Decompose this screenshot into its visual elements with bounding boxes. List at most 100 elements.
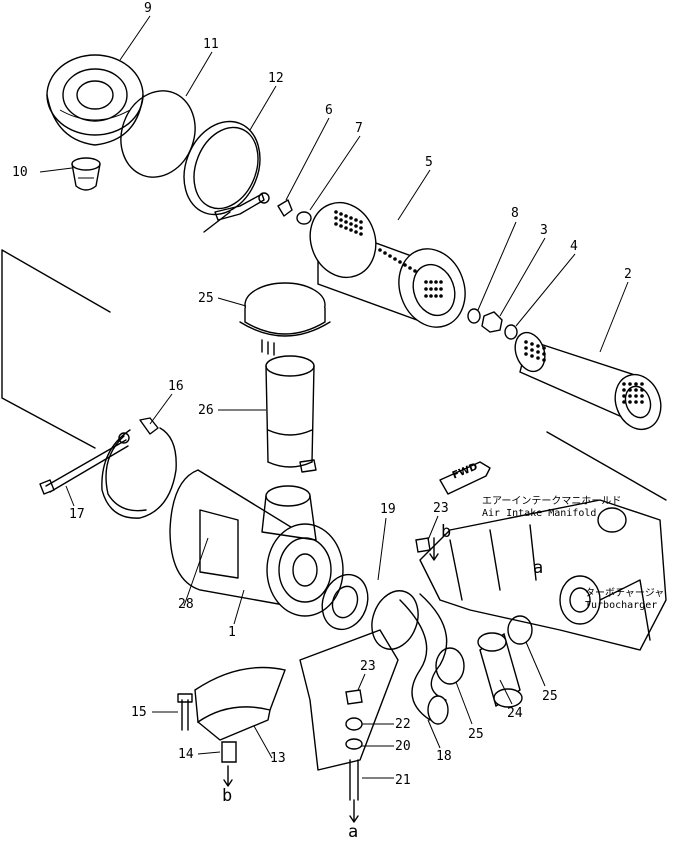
callout-23-upper: 23 [433,501,449,516]
perforation-dot [640,394,644,398]
perforation-dot [536,344,540,348]
perforation-dot [536,356,540,360]
inner-filter-element [514,331,662,431]
perforation-dot [398,260,402,264]
callout-23-lower: 23 [360,659,376,674]
callout-22: 22 [395,717,411,732]
leader-line [233,589,245,625]
manifold-label-en: Air Intake Manifold [482,508,597,519]
leader-line [599,281,629,353]
callout-3: 3 [540,223,548,238]
perforation-dot [339,218,343,222]
leader-line [249,85,277,131]
leader-line [455,681,473,725]
leader-line [39,167,73,173]
dust-valve [71,157,101,191]
perforation-dot [334,222,338,226]
callout-12: 12 [268,71,284,86]
perforation-dot [628,400,632,404]
washer-20 [345,738,363,750]
outer-filter-element [309,201,466,328]
perforation-dot [359,226,363,230]
pre-cleaner-cap [46,54,144,146]
collar [221,741,237,763]
perforation-dot [434,287,438,291]
nut [481,311,503,333]
perforation-dot [424,280,428,284]
perforation-dot [408,266,412,270]
callout-28: 28 [178,597,194,612]
leader-line [149,393,173,425]
perforation-dot [429,294,433,298]
perforation-dot [439,280,443,284]
perforation-dot [542,346,546,350]
arrow-a-bottom [349,799,359,823]
band-clamp [183,120,270,233]
callout-19: 19 [380,502,396,517]
engine-assembly [419,499,667,651]
seal-washer [504,324,518,340]
leader-line [477,221,517,311]
perforation-dot [439,294,443,298]
turbo-label-jp: ターボチャージャ [585,588,665,599]
leader-line [357,673,366,691]
perforation-dot [424,287,428,291]
perforation-dot [378,248,382,252]
leader-line [427,719,441,749]
perforation-dot [524,352,528,356]
mounting-band [101,417,177,519]
perforation-dot [634,388,638,392]
perforation-dot [359,232,363,236]
flange-gasket [321,573,369,631]
leader-line [285,117,330,201]
perforation-dot [429,280,433,284]
washer [296,211,312,225]
arrow-b-top [429,537,439,561]
callout-20: 20 [395,739,411,754]
perforation-dot [344,220,348,224]
callout-4: 4 [570,239,578,254]
perforation-dot [640,388,644,392]
intake-elbow [371,590,449,725]
perforation-dot [622,400,626,404]
perforation-dot [344,214,348,218]
perforation-dot [424,294,428,298]
perforation-dot [634,394,638,398]
callout-24: 24 [507,706,523,721]
callout-11: 11 [203,37,219,52]
frame-outline [1,249,667,501]
callout-25-right: 25 [542,689,558,704]
perforation-dot [413,269,417,273]
leader-line [65,485,75,507]
perforation-dot [536,350,540,354]
perforation-dot [439,287,443,291]
hose-clamp-left [435,647,465,685]
hose [477,632,523,708]
perforation-dot [542,358,546,362]
callout-15: 15 [131,705,147,720]
mount-bolt [177,693,193,731]
leader-line [183,537,209,607]
perforation-dot [530,354,534,358]
perforation-dot [530,348,534,352]
fwd-arrow-shape [439,461,491,495]
nut-23-lower [345,689,363,705]
letter-a-bottom: a [348,822,359,842]
callout-14: 14 [178,747,194,762]
leader-lines [39,15,629,779]
leader-line [197,751,221,755]
perforation-dot [393,257,397,261]
perforation-dot [622,382,626,386]
callout-9: 9 [144,1,152,16]
callout-17: 17 [69,507,85,522]
callout-8: 8 [511,206,519,221]
perforation-dot [542,352,546,356]
air-inlet-cap [239,282,331,356]
nut-22 [345,717,363,731]
perforation-dot [334,216,338,220]
callout-13: 13 [270,751,286,766]
mounting-bracket [299,629,399,771]
stud [349,759,359,801]
callout-5: 5 [425,155,433,170]
